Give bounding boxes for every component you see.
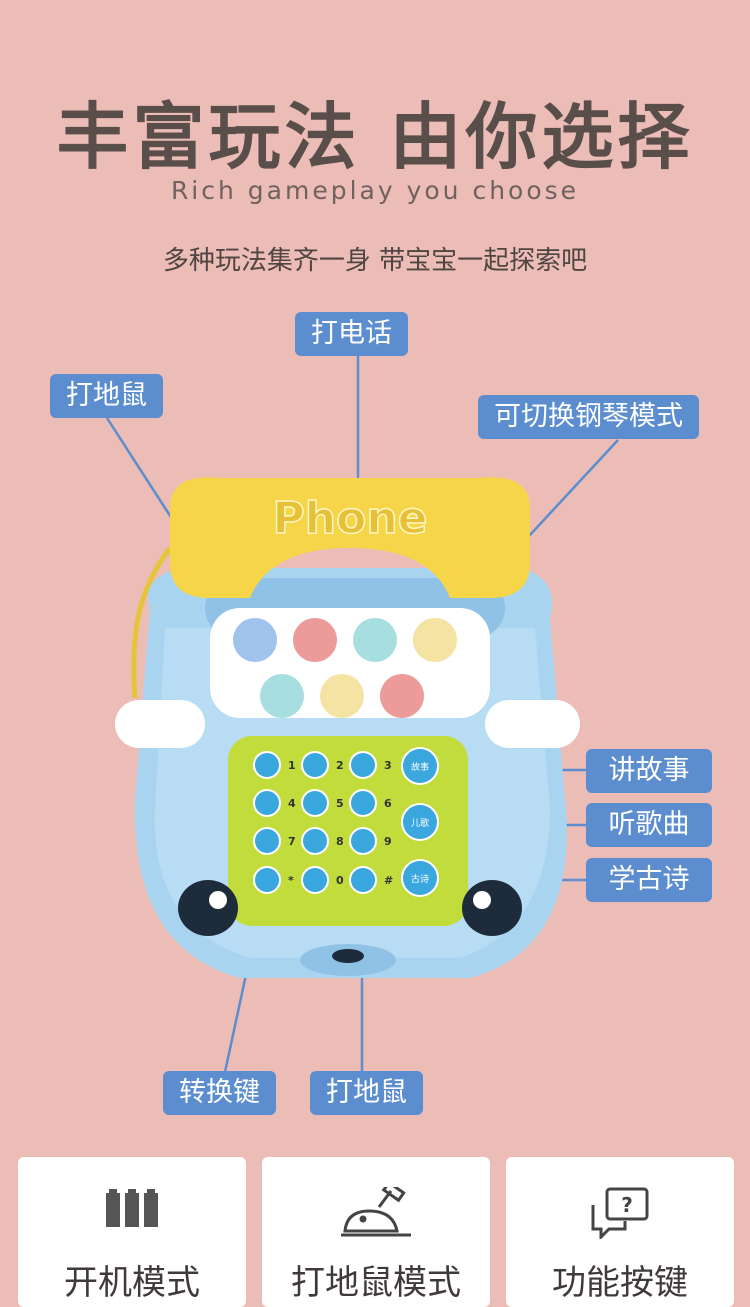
handset-logo: Phone <box>273 493 428 544</box>
key-label: # <box>384 874 393 887</box>
key-label: 3 <box>384 759 392 772</box>
mode-card-power-on: 开机模式 <box>18 1157 246 1307</box>
question-chat-icon: ? <box>506 1187 734 1243</box>
key-songs-label: 儿歌 <box>411 817 429 829</box>
chinese-subtitle: 多种玩法集齐一身 带宝宝一起探索吧 <box>162 246 588 276</box>
mode-card-label: 开机模式 <box>64 1263 200 1303</box>
label-make-call: 打电话 <box>295 312 408 356</box>
key-label: 6 <box>384 797 392 810</box>
key-label: 5 <box>336 797 344 810</box>
whack-balls <box>233 618 457 718</box>
key-story-label: 故事 <box>411 761 429 773</box>
label-poems: 学古诗 <box>586 858 712 902</box>
label-switch-key: 转换键 <box>163 1071 276 1115</box>
mode-card-label: 打地鼠模式 <box>291 1263 461 1303</box>
svg-text:?: ? <box>621 1193 633 1217</box>
key-label: 7 <box>288 835 296 848</box>
label-whack-mole-bottom: 打地鼠 <box>310 1071 423 1115</box>
label-songs: 听歌曲 <box>586 803 712 847</box>
toy-eyes <box>178 880 522 936</box>
key-label: 4 <box>288 797 296 810</box>
mode-card-whack-mole: 打地鼠模式 <box>262 1157 490 1307</box>
key-label: 2 <box>336 759 344 772</box>
key-label: * <box>288 874 294 887</box>
key-label: 0 <box>336 874 344 887</box>
label-piano-mode: 可切换钢琴模式 <box>478 395 699 439</box>
key-label: 1 <box>288 759 296 772</box>
key-poems-label: 古诗 <box>411 873 429 885</box>
toy-phone-illustration: Phone 1 2 3 4 5 6 7 8 9 * 0 # <box>115 477 580 978</box>
mode-card-function-keys: ? 功能按键 <box>506 1157 734 1307</box>
page-title: 丰富玩法 由你选择 <box>56 95 694 179</box>
key-label: 8 <box>336 835 344 848</box>
mole-hammer-icon <box>262 1180 490 1243</box>
battery-icon <box>18 1187 246 1233</box>
label-story: 讲故事 <box>586 749 712 793</box>
mode-card-label: 功能按键 <box>552 1263 688 1303</box>
english-subtitle: Rich gameplay you choose <box>170 176 580 205</box>
key-label: 9 <box>384 835 392 848</box>
label-whack-mole-top: 打地鼠 <box>50 374 163 418</box>
